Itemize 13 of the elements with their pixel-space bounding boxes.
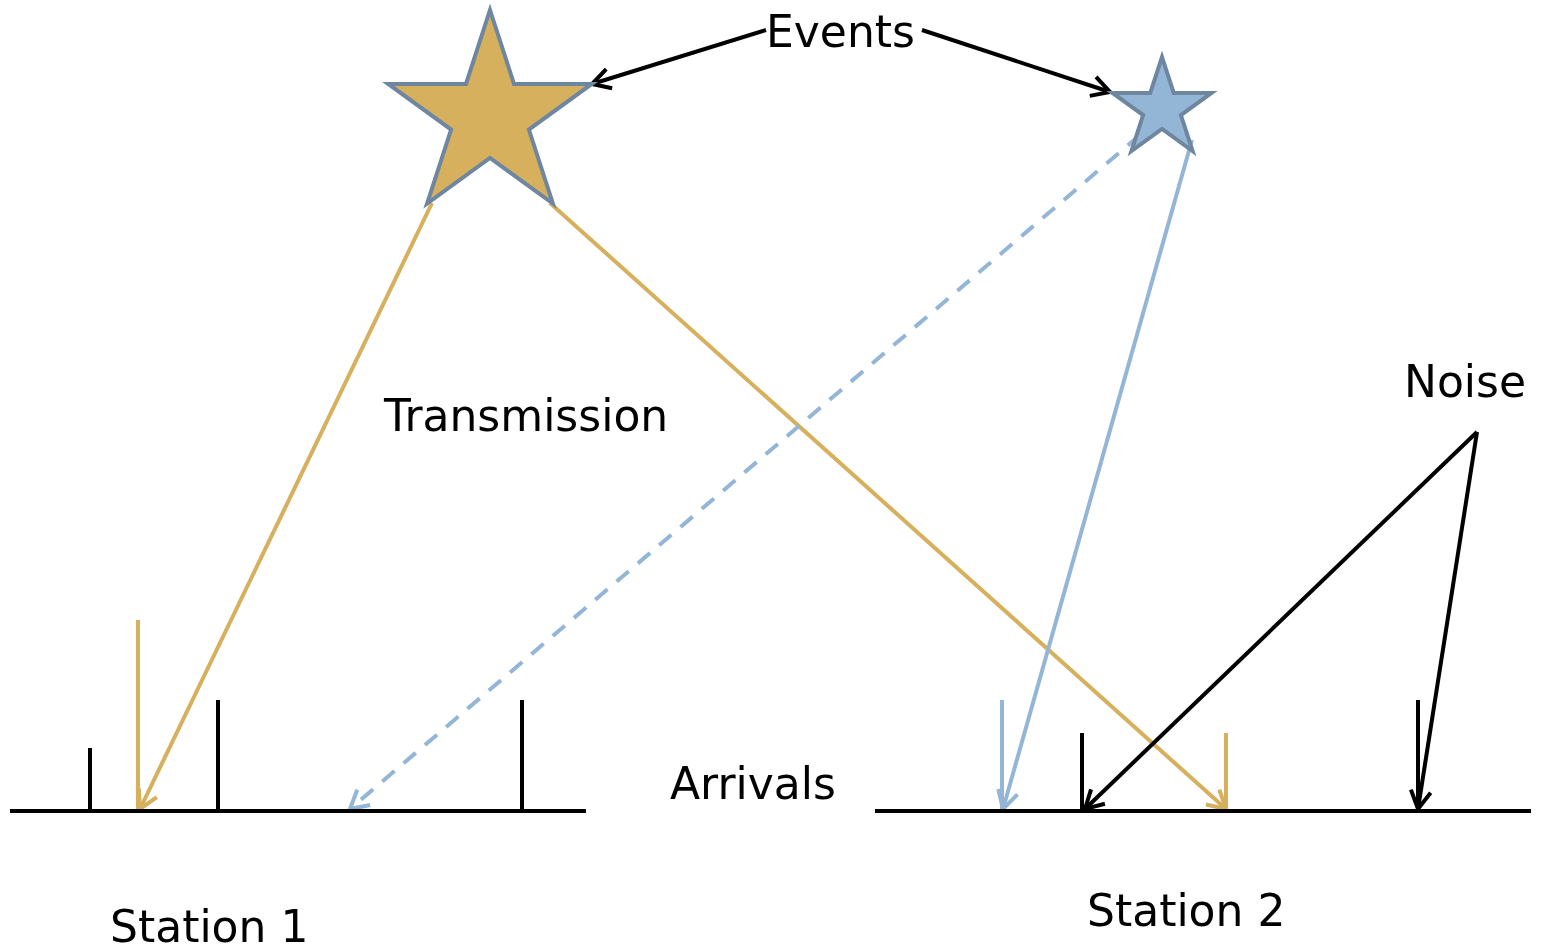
arrow — [996, 139, 1194, 811]
text-label: Arrivals — [670, 762, 836, 806]
star-shape — [1104, 51, 1220, 158]
callout-text: Events — [766, 10, 922, 56]
station-label: Station 2 — [1087, 889, 1286, 933]
arrow — [921, 28, 1112, 98]
arrow — [590, 28, 767, 91]
callout-text: Noise — [1404, 360, 1548, 432]
arrow — [1408, 431, 1479, 811]
arrow — [1083, 430, 1479, 811]
station-label: Station 1 — [110, 905, 309, 949]
arrow — [548, 201, 1228, 811]
text-label: Transmission — [384, 394, 669, 438]
